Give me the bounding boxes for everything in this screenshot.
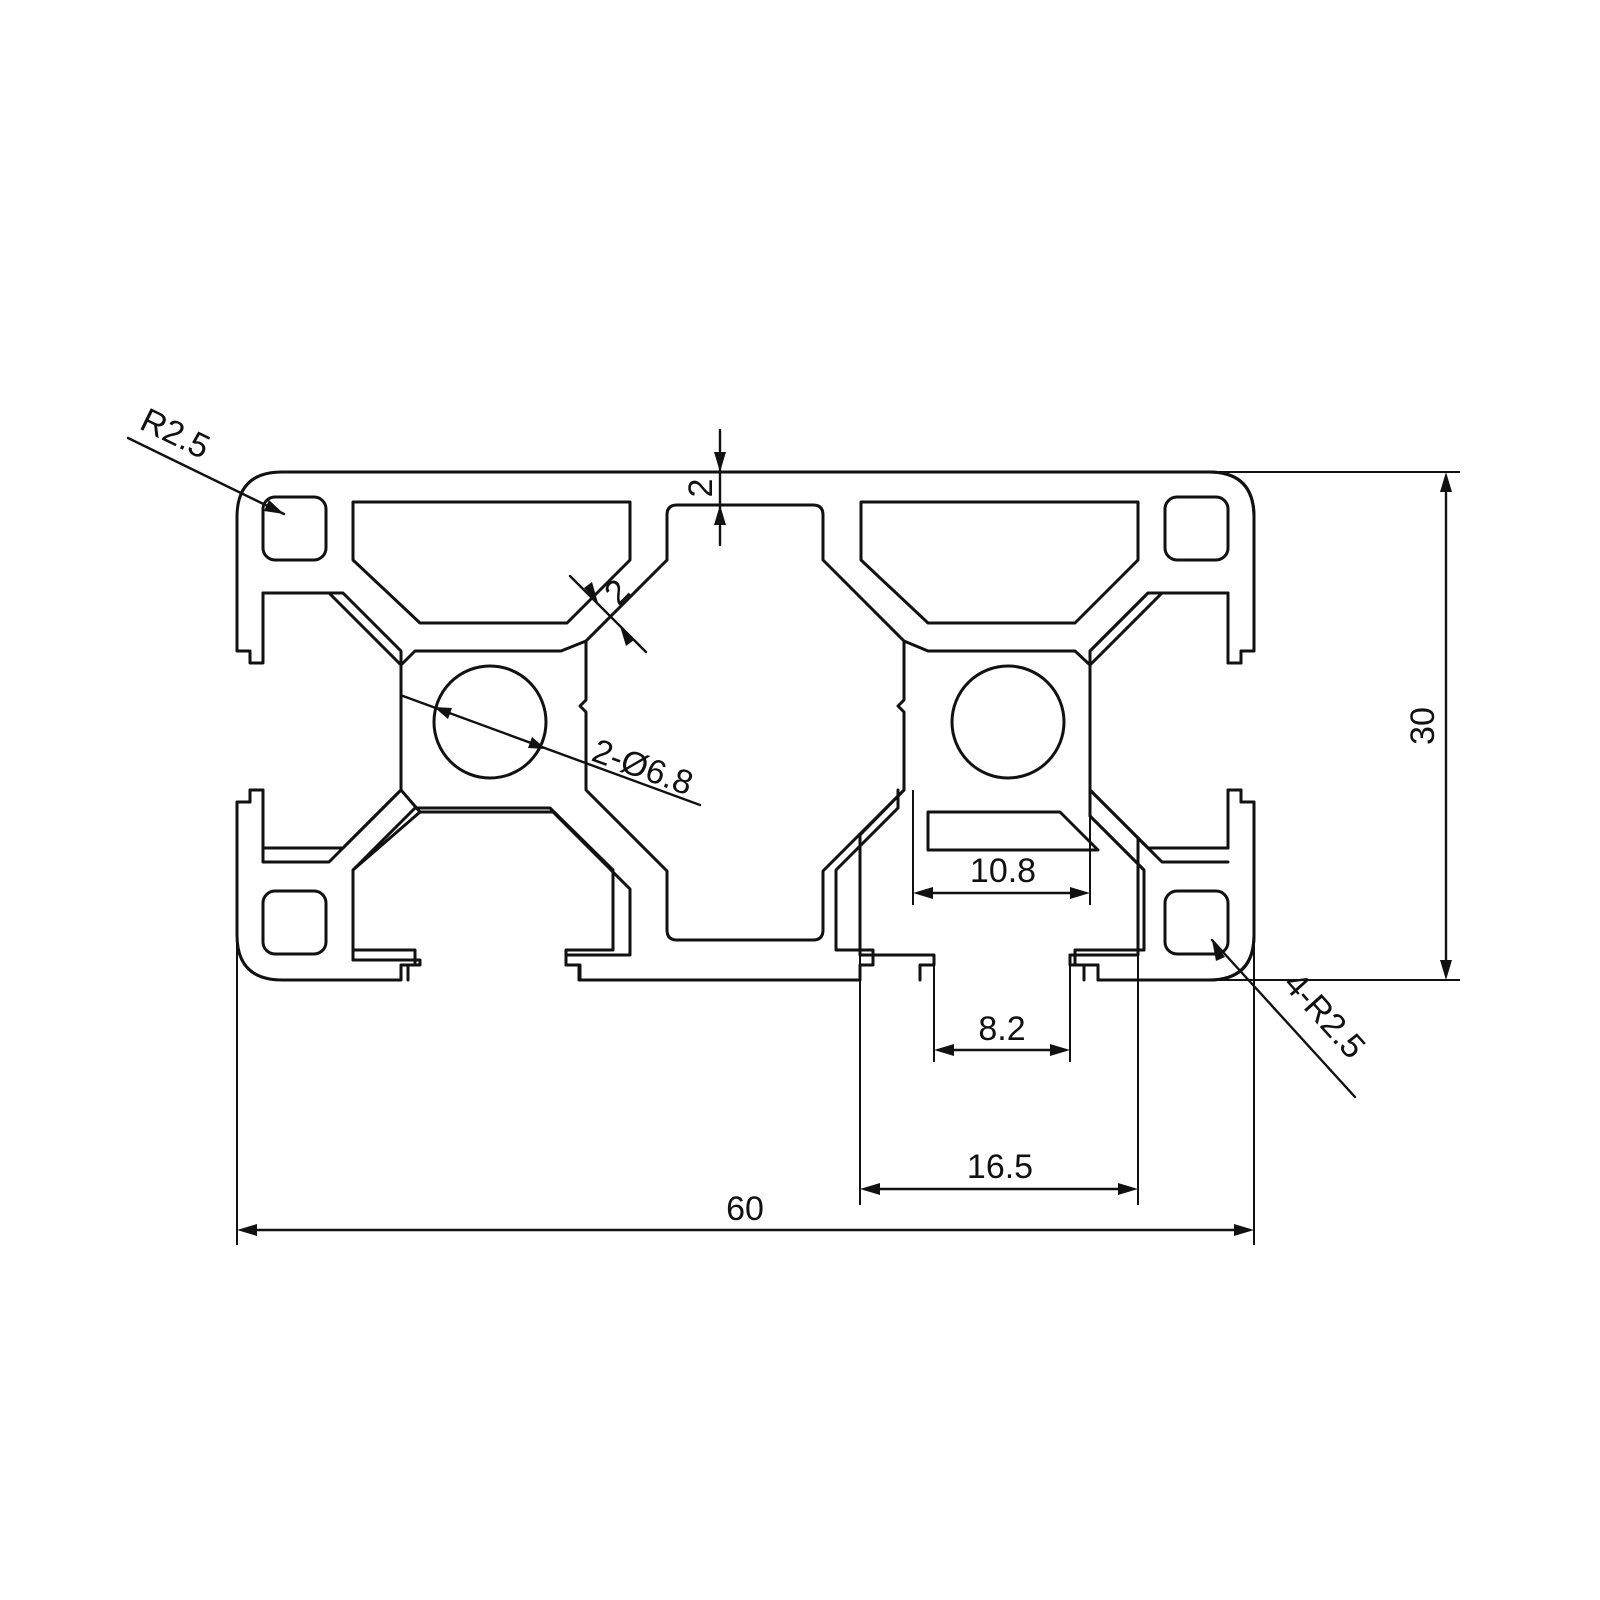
dim-label-hole: 2-Ø6.8 (587, 732, 698, 803)
left-node (399, 639, 588, 667)
trapezoid-cavity-right (859, 500, 1140, 625)
profile-outline (280, 470, 1256, 982)
right-upper-web (1088, 591, 1230, 864)
dim-height: 30 (1215, 471, 1460, 981)
dim-wall-top: 2 (660, 428, 740, 547)
dim-label-30: 30 (1404, 707, 1442, 745)
dim-radius-top-left: R2.5 (126, 401, 286, 516)
dim-width: 60 (236, 940, 1255, 1245)
left-lower-slot-lip (351, 958, 422, 982)
left-upper-web (235, 591, 403, 864)
right-lower-slot (858, 788, 936, 982)
outer-contour (280, 470, 1256, 982)
center-cavity (578, 503, 906, 942)
center-hole-right (950, 664, 1066, 780)
right-node (902, 639, 1092, 667)
center-hole-left (432, 664, 548, 780)
dim-slot-opening: 8.2 (933, 965, 1071, 1062)
dim-label-16-5: 16.5 (967, 1148, 1033, 1186)
right-lower-slot-2 (1068, 788, 1140, 982)
right-section (858, 591, 1230, 982)
lower-cavity-right (926, 810, 1100, 852)
dim-hole: 2-Ø6.8 (401, 694, 702, 807)
dim-label-r2-5: R2.5 (134, 401, 215, 467)
left-node-bottom (399, 788, 422, 814)
profile-body (280, 470, 1256, 982)
corner-cavity-bottom-right (1163, 889, 1230, 956)
dim-slot-outer: 16.5 (859, 940, 1139, 1205)
dim-radius-bottom-right: 4-R2.5 (1210, 938, 1373, 1099)
left-lower-slot (351, 810, 632, 982)
dim-label-wall-2: 2 (682, 479, 720, 498)
dim-label-10-8: 10.8 (970, 852, 1036, 890)
cavities (261, 495, 1230, 956)
corner-cavity-top-left (261, 495, 328, 562)
trapezoid-cavity-left (351, 500, 632, 625)
dim-web: 2 (568, 572, 648, 654)
dim-label-8-2: 8.2 (978, 1010, 1025, 1048)
dim-inner-slot: 10.8 (912, 790, 1091, 905)
dim-label-60: 60 (726, 1190, 764, 1228)
dim-label-web-2: 2 (597, 572, 637, 612)
corner-cavity-top-right (1163, 495, 1230, 562)
corner-cavity-bottom-left (261, 889, 328, 956)
left-section (235, 591, 632, 982)
